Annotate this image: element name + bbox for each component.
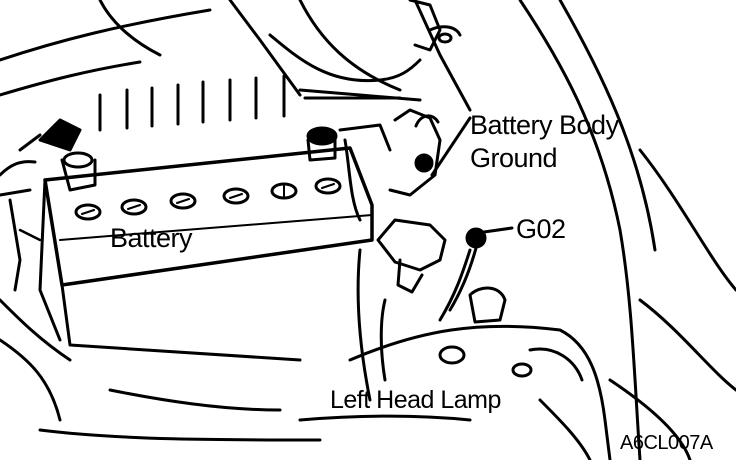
battery-label: Battery bbox=[110, 223, 193, 253]
left-cables bbox=[0, 160, 322, 442]
positive-terminal bbox=[306, 123, 392, 222]
head-lamp-housing bbox=[298, 286, 612, 460]
figure-code-label: A6CL007A bbox=[620, 432, 713, 454]
g02-ground-point bbox=[438, 226, 514, 322]
battery-body-ground-label-line1: Battery Body bbox=[470, 110, 619, 140]
battery-case bbox=[18, 146, 374, 362]
battery-body-ground-label-line2: Ground bbox=[470, 143, 558, 173]
connector bbox=[356, 218, 447, 402]
left-head-lamp-label: Left Head Lamp bbox=[330, 386, 501, 414]
body-ground-bolt bbox=[388, 108, 472, 197]
negative-terminal bbox=[18, 118, 97, 192]
upper-bracket bbox=[408, 0, 462, 52]
g02-label: G02 bbox=[516, 214, 566, 244]
grille-ribs bbox=[98, 33, 422, 132]
